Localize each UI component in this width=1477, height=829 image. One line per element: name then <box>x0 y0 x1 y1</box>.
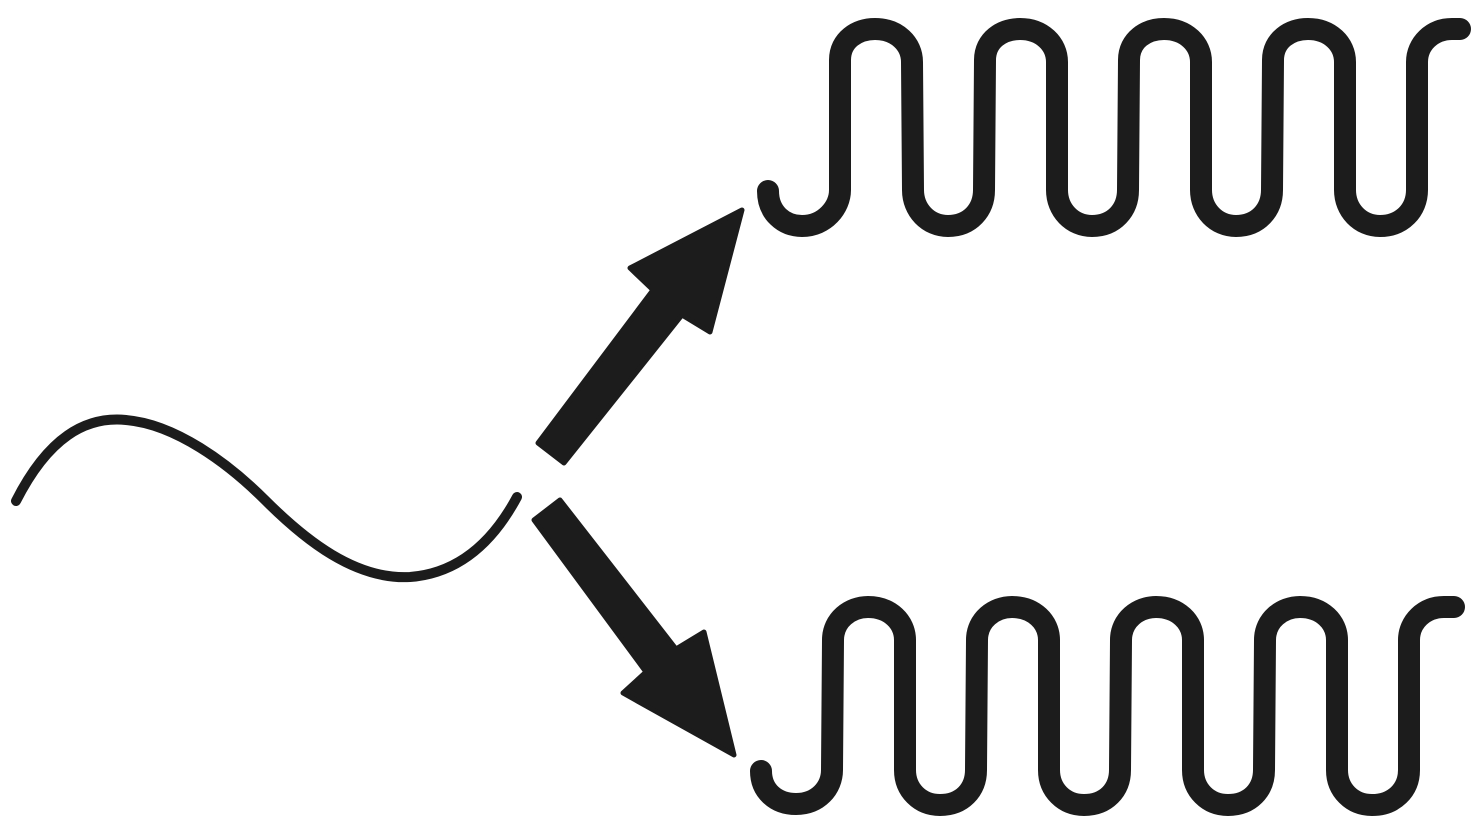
incoming-sine-wave <box>11 414 522 583</box>
lower-arrow <box>531 497 737 758</box>
upper-arrow <box>535 207 745 466</box>
lower-square-wave <box>750 596 1465 816</box>
upper-square-wave <box>757 18 1471 237</box>
